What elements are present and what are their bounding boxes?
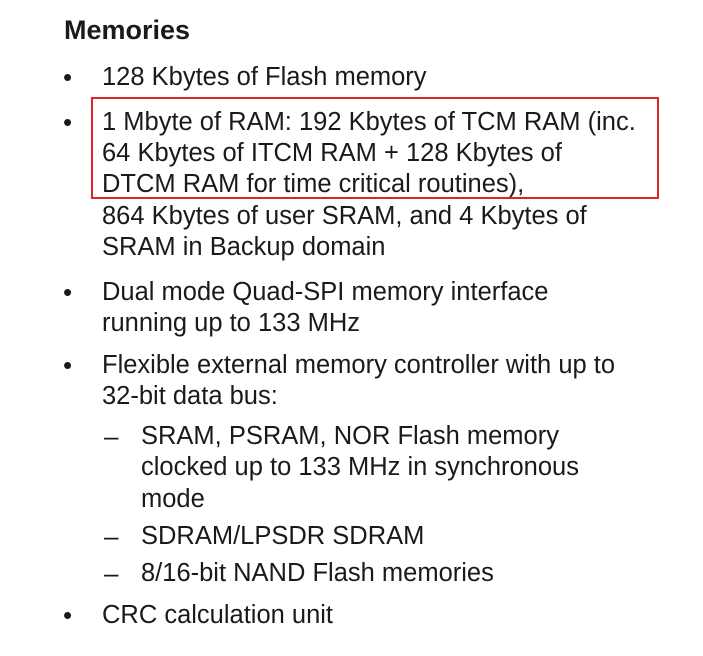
list-item-flash: 128 Kbytes of Flash memory [102,63,427,91]
sub-item-sram-line-1: SRAM, PSRAM, NOR Flash memory [141,422,559,450]
bullet-marker: • [63,62,73,92]
dash-marker: – [104,421,119,451]
bullet-marker: • [63,350,73,380]
list-item-ram-line-5: SRAM in Backup domain [102,233,386,261]
list-item-crc: CRC calculation unit [102,601,334,629]
bullet-marker: • [63,107,73,137]
list-item-ram-line-1: 1 Mbyte of RAM: 192 Kbytes of TCM RAM (i… [102,108,636,136]
sub-item-sram-line-3: mode [141,485,205,513]
sub-item-nand: 8/16-bit NAND Flash memories [141,559,494,587]
list-item-ram-line-3: DTCM RAM for time critical routines), [102,170,525,198]
list-item-ram-line-2: 64 Kbytes of ITCM RAM + 128 Kbytes of [102,139,562,167]
bullet-marker: • [63,277,73,307]
bullet-marker: • [63,600,73,630]
list-item-ram-line-4: 864 Kbytes of user SRAM, and 4 Kbytes of [102,202,587,230]
sub-item-sdram: SDRAM/LPSDR SDRAM [141,522,425,550]
list-item-qspi-line-2: running up to 133 MHz [102,309,360,337]
dash-marker: – [104,558,119,588]
list-item-fmc-line-2: 32-bit data bus: [102,382,278,410]
dash-marker: – [104,521,119,551]
list-item-fmc-line-1: Flexible external memory controller with… [102,351,616,379]
section-title: Memories [64,15,191,45]
sub-item-sram-line-2: clocked up to 133 MHz in synchronous [141,453,579,481]
list-item-qspi-line-1: Dual mode Quad-SPI memory interface [102,278,549,306]
highlight-annotation-box [91,97,659,199]
